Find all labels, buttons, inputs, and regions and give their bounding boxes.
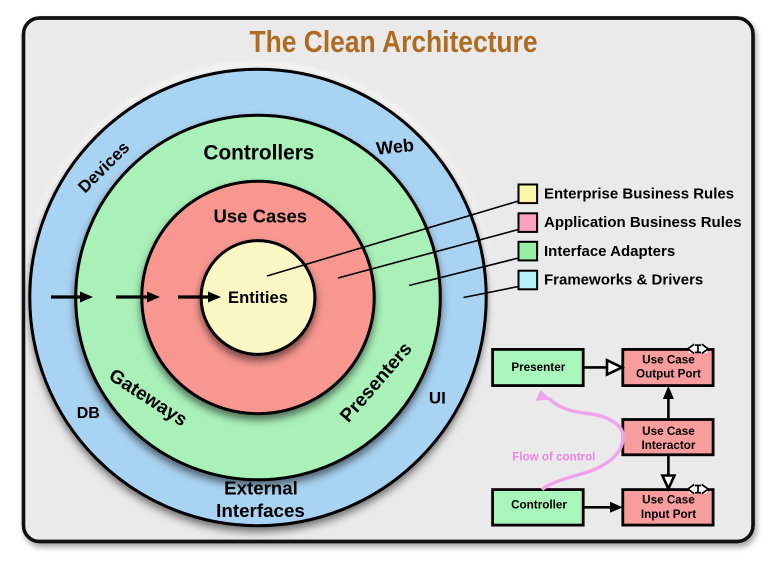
svg-text:Interactor: Interactor — [642, 439, 696, 452]
svg-text:Enterprise Business Rules: Enterprise Business Rules — [544, 185, 734, 202]
svg-text:Use Case: Use Case — [642, 425, 695, 438]
svg-text:Use Case: Use Case — [642, 494, 695, 507]
svg-text:Output Port: Output Port — [636, 368, 701, 381]
svg-text:Application Business Rules: Application Business Rules — [544, 214, 742, 231]
svg-text:Web: Web — [375, 135, 415, 159]
svg-text:The Clean Architecture: The Clean Architecture — [250, 24, 538, 59]
svg-text:Controllers: Controllers — [203, 141, 314, 164]
svg-text:Use Cases: Use Cases — [214, 205, 308, 226]
svg-text:Flow of control: Flow of control — [512, 450, 595, 463]
svg-text:Input Port: Input Port — [641, 508, 696, 521]
svg-text:External: External — [224, 478, 298, 499]
svg-text:Frameworks & Drivers: Frameworks & Drivers — [544, 272, 703, 289]
svg-text:Interface Adapters: Interface Adapters — [544, 243, 675, 260]
svg-text:UI: UI — [429, 389, 446, 408]
svg-text:Presenter: Presenter — [511, 361, 565, 374]
svg-text:Use Case: Use Case — [642, 354, 695, 367]
svg-text:Interfaces: Interfaces — [216, 500, 305, 521]
svg-text:DB: DB — [77, 405, 100, 422]
svg-text:Entities: Entities — [228, 288, 288, 307]
svg-text:Controller: Controller — [511, 499, 567, 512]
